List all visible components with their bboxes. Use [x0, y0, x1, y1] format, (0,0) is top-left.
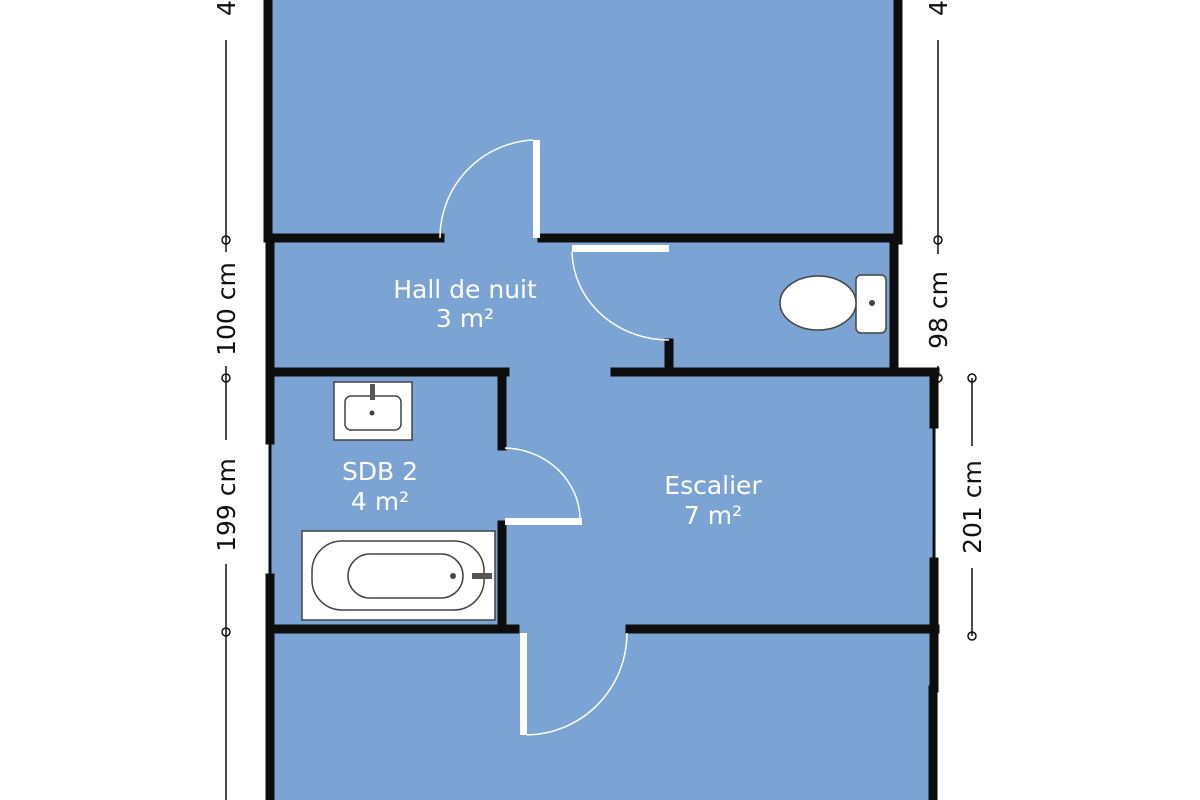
dim-tick: [933, 373, 943, 383]
room-name: Escalier: [664, 471, 762, 500]
dim-tick: [967, 631, 977, 641]
toilet-icon: [779, 274, 887, 334]
room-name: Hall de nuit: [393, 275, 537, 304]
dim-label-left-top: 4: [212, 0, 241, 16]
room-name: SDB 2: [342, 457, 418, 486]
dim-tick: [967, 373, 977, 383]
openings: [268, 424, 936, 712]
room-area: 4 m²: [351, 487, 409, 516]
door-leaf[interactable]: [505, 518, 582, 525]
room-labels: Hall de nuit 3 m² SDB 2 4 m² Escalier 7 …: [342, 275, 763, 530]
dim-tick: [221, 373, 231, 383]
doors: [439, 139, 670, 736]
door-swing: [439, 139, 534, 239]
door-swing: [571, 251, 670, 341]
room-bottom-bedroom[interactable]: [270, 629, 933, 800]
dim-label-left-hall: 100 cm: [212, 262, 241, 356]
dim-label-left-sdb: 199 cm: [212, 458, 241, 552]
dim-label-right-wc: 98 cm: [924, 271, 953, 349]
dimension-labels: 4 4 100 cm 98 cm 199 cm 201 cm: [212, 0, 987, 568]
door-leaf[interactable]: [572, 245, 669, 252]
door-swing: [504, 447, 581, 519]
dim-tick: [221, 235, 231, 245]
room-escalier[interactable]: [500, 370, 933, 629]
dim-tick: [221, 627, 231, 637]
room-hall-de-nuit[interactable]: [270, 238, 670, 373]
room-area: 3 m²: [436, 304, 494, 333]
door-swing: [526, 632, 628, 736]
room-top-bedroom[interactable]: [268, 0, 898, 238]
door-leaf[interactable]: [533, 140, 540, 238]
dim-label-right-escalier: 201 cm: [958, 460, 987, 554]
bathtub-icon: [301, 530, 496, 621]
sink-icon: [333, 381, 413, 441]
room-area: 7 m²: [684, 501, 742, 530]
fixtures: [301, 274, 887, 621]
walls: [263, 0, 940, 800]
dim-label-right-top: 4: [924, 0, 953, 16]
door-leaf[interactable]: [520, 633, 527, 735]
dim-tick: [933, 235, 943, 245]
